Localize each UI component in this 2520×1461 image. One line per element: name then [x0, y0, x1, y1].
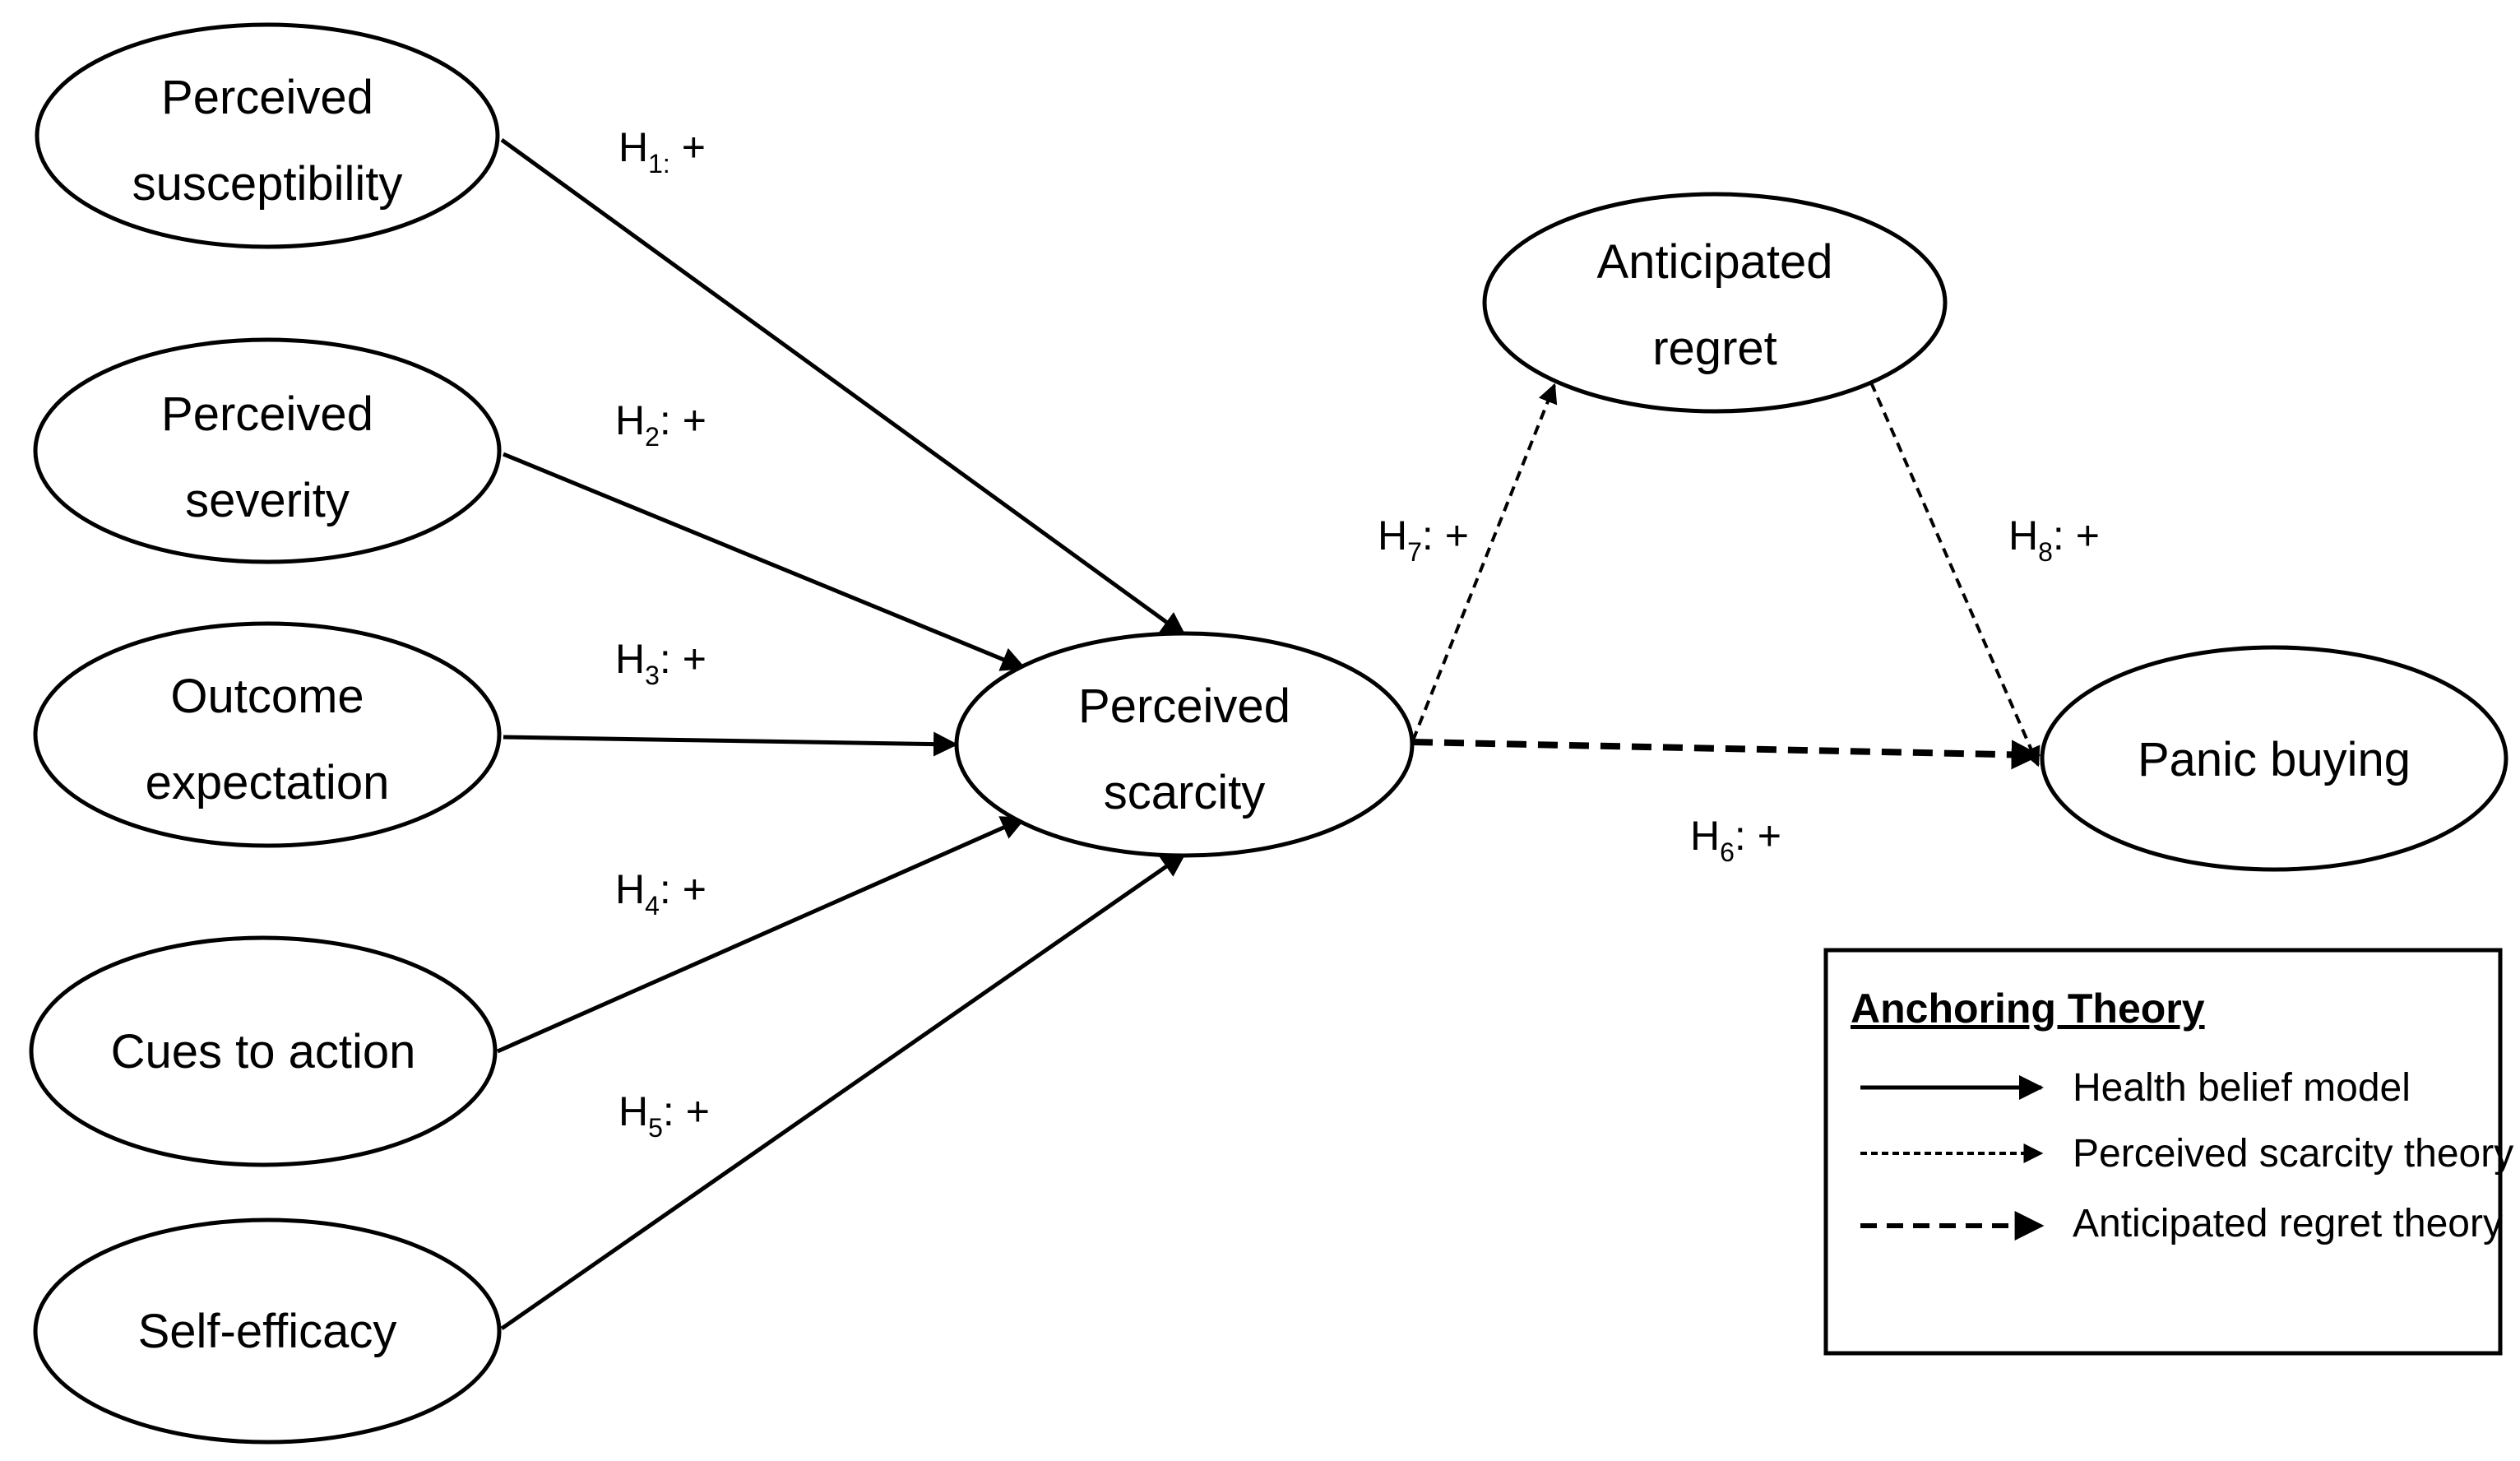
node-perceived-scarcity: Perceived scarcity [954, 631, 1415, 858]
node-perceived-severity: Perceived severity [33, 337, 502, 564]
node-label: Perceived [1078, 679, 1290, 733]
arrow-h4 [496, 816, 1026, 1054]
hypothesis-label-h1: H1: + [618, 124, 706, 179]
arrow-h2 [503, 452, 1026, 671]
node-label: susceptibility [132, 157, 403, 211]
node-label: scarcity [1104, 766, 1266, 819]
hypothesis-label-h8: H8: + [2008, 513, 2100, 567]
node-outcome-expectation: Outcome expectation [33, 621, 502, 848]
node-label: Cues to action [111, 1025, 416, 1078]
legend-item-label: Perceived scarcity theory [2073, 1132, 2513, 1176]
node-label: regret [1652, 322, 1777, 375]
node-label: Perceived [161, 387, 373, 441]
node-label: Anticipated [1597, 235, 1833, 289]
legend-item-label: Anticipated regret theory [2073, 1202, 2503, 1245]
legend-item-label: Health belief model [2073, 1066, 2411, 1110]
arrow-h7 [1411, 383, 1558, 741]
hypothesis-label-h2: H2: + [615, 397, 706, 452]
hypothesis-label-h6: H6: + [1690, 813, 1781, 867]
legend-title: Anchoring Theory [1851, 986, 2205, 1032]
node-label: expectation [146, 756, 390, 809]
node-label: severity [185, 474, 350, 527]
node-anticipated-regret: Anticipated regret [1482, 192, 1948, 414]
arrow-h6 [1412, 739, 2041, 770]
hypothesis-label-h5: H5: + [618, 1088, 710, 1143]
node-label: Panic buying [2138, 733, 2411, 786]
node-label: Perceived [161, 71, 373, 124]
hypothesis-label-h7: H7: + [1378, 513, 1469, 567]
node-label: Self-efficacy [138, 1305, 397, 1358]
arrow-h1 [500, 137, 1187, 638]
legend: Anchoring Theory Health belief model Per… [1823, 948, 2513, 1356]
arrow-h5 [500, 851, 1187, 1331]
node-perceived-susceptibility: Perceived susceptibility [35, 22, 500, 249]
node-panic-buying: Panic buying [2040, 645, 2508, 872]
hypothesis-label-h4: H4: + [615, 866, 706, 921]
node-self-efficacy: Self-efficacy [33, 1218, 502, 1445]
arrow-h8 [1869, 382, 2041, 768]
node-label: Outcome [170, 670, 364, 723]
arrow-h3 [503, 731, 958, 757]
hypothesis-label-h3: H3: + [615, 636, 706, 690]
node-cues-to-action: Cues to action [29, 935, 498, 1167]
